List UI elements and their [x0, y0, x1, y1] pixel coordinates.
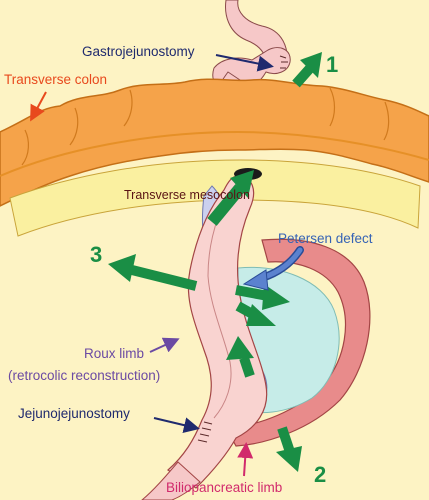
roux-limb-pointer — [149, 337, 180, 353]
green-arrow-1 — [292, 52, 322, 88]
label-jejunojejunostomy: Jejunojejunostomy — [18, 406, 130, 421]
biliopancreatic-limb — [225, 238, 371, 447]
green-arrow-2 — [276, 426, 302, 472]
green-arrow-up — [226, 336, 255, 378]
label-transverse-mesocolon: Transverse mesocolon — [124, 188, 250, 202]
roux-limb — [167, 175, 268, 489]
transverse-colon — [0, 78, 429, 207]
petersen-defect-pointer-head — [242, 269, 269, 291]
transverse-colon-pointer — [30, 91, 47, 122]
biliopancreatic-limb-pointer — [237, 442, 254, 477]
jejunojejunostomy-pointer — [153, 417, 200, 434]
common-channel — [141, 461, 201, 500]
marker-2: 2 — [314, 462, 326, 487]
green-arrow-mesocolon — [207, 170, 254, 226]
label-roux-limb: Roux limb — [84, 346, 144, 361]
jejunojejunostomy-sutures — [197, 421, 213, 443]
marker-1: 1 — [326, 52, 338, 77]
gastrojejunostomy-pointer — [215, 54, 274, 72]
label-gastrojejunostomy: Gastrojejunostomy — [82, 44, 195, 59]
green-arrow-petersen-1 — [235, 284, 290, 310]
green-arrow-3 — [108, 254, 198, 291]
label-petersen-defect: Petersen defect — [278, 231, 373, 246]
label-retrocolic-reconstruction: (retrocolic reconstruction) — [8, 368, 160, 383]
label-transverse-colon: Transverse colon — [4, 72, 107, 87]
roux-limb-fold — [207, 199, 232, 419]
gastrojejunostomy-sutures — [279, 55, 288, 69]
colon-taenia — [0, 130, 429, 177]
colon-haustra — [21, 87, 390, 166]
marker-3: 3 — [90, 242, 102, 267]
green-arrow-petersen-2 — [235, 301, 276, 326]
label-biliopancreatic-limb: Biliopancreatic limb — [166, 480, 282, 495]
